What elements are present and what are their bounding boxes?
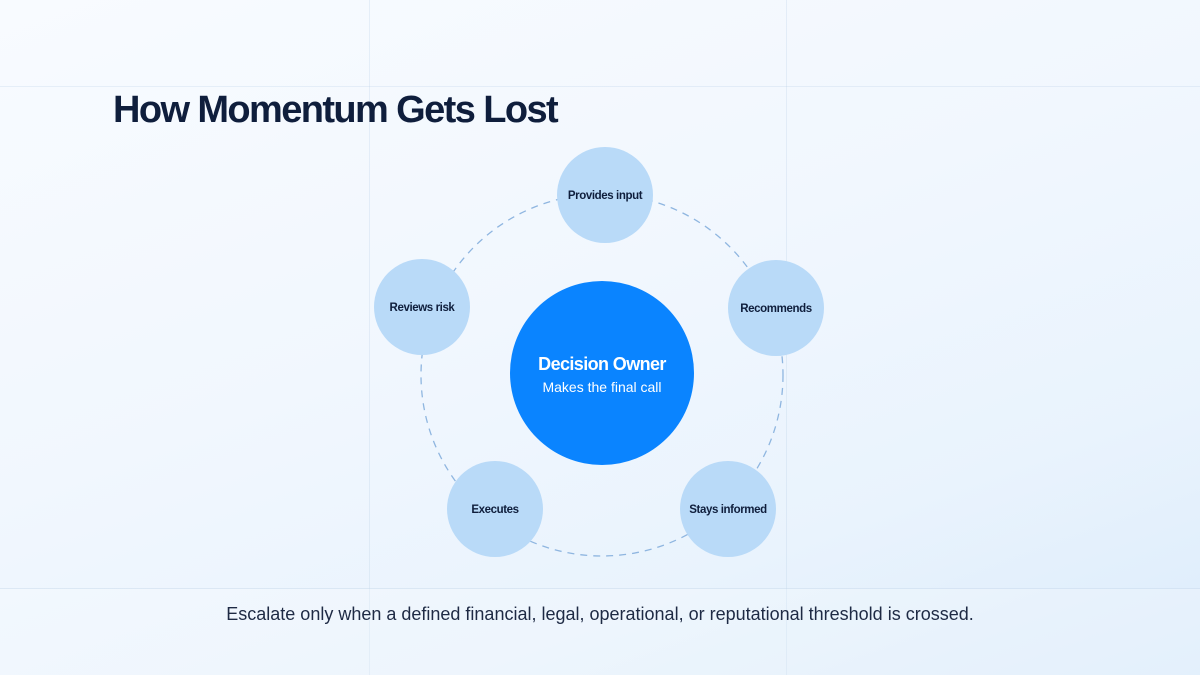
grid-line [369, 0, 370, 675]
cycle-ring [420, 193, 784, 557]
grid-line [0, 86, 1200, 87]
footer-band [0, 588, 1200, 675]
role-node-provides-input [557, 147, 653, 243]
role-label-executes: Executes [471, 504, 518, 516]
role-node-executes [447, 461, 543, 557]
slide-title: How Momentum Gets Lost [113, 89, 559, 131]
decision-owner-subtitle: Makes the final call [542, 379, 661, 395]
role-node-reviews-risk [374, 259, 470, 355]
role-node-recommends [728, 260, 824, 356]
footer-note: Escalate only when a defined financial, … [226, 604, 974, 624]
decision-owner-title: Decision Owner [538, 354, 666, 374]
role-label-reviews-risk: Reviews risk [390, 302, 456, 314]
role-node-stays-informed [680, 461, 776, 557]
role-label-provides-input: Provides input [568, 190, 643, 202]
decision-owner-node [510, 281, 694, 465]
role-label-stays-informed: Stays informed [689, 504, 767, 516]
role-label-recommends: Recommends [740, 303, 811, 315]
